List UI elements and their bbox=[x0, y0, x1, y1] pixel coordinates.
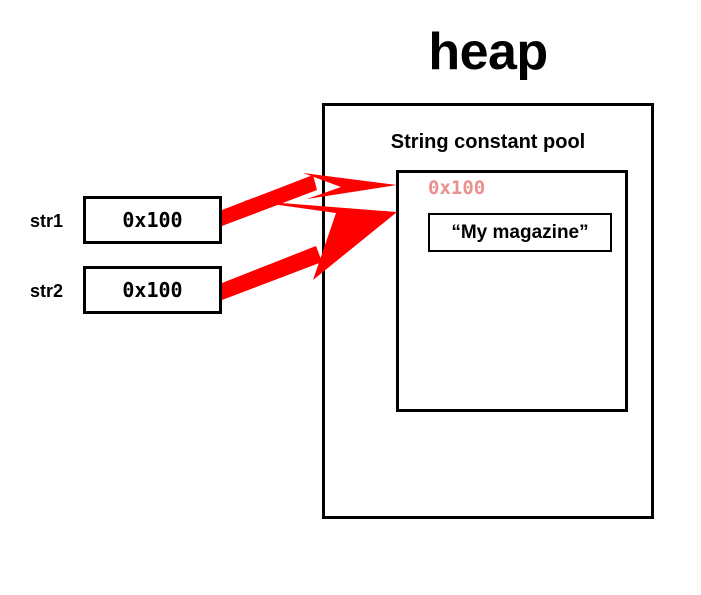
variable-label-str2: str2 bbox=[30, 281, 64, 301]
variable-value-str2: 0x100 bbox=[122, 278, 183, 302]
variable-value-str1: 0x100 bbox=[122, 208, 183, 232]
string-constant-pool-box bbox=[396, 170, 628, 412]
interned-string-box: “My magazine” bbox=[428, 213, 612, 252]
heap-title: heap bbox=[428, 23, 548, 81]
pool-address-label: 0x100 bbox=[428, 177, 486, 199]
variable-box-str2: 0x100 bbox=[83, 266, 222, 314]
variable-label-str1: str1 bbox=[30, 211, 64, 231]
variable-box-str1: 0x100 bbox=[83, 196, 222, 244]
interned-string-value: “My magazine” bbox=[451, 221, 589, 243]
string-constant-pool-title: String constant pool bbox=[390, 131, 586, 153]
